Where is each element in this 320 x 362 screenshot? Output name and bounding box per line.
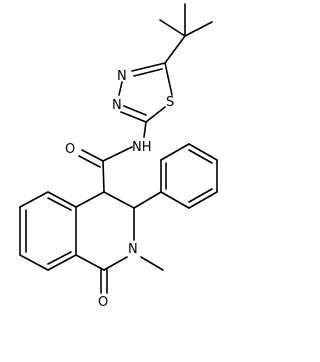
bond-carbonyl-c4	[102, 160, 105, 193]
atom-label-n-bottom: N	[112, 98, 122, 113]
bond-ph5-ph6-inner	[188, 188, 213, 203]
atom-label-o-lactam: O	[98, 295, 108, 310]
bond-c1-c8a	[75, 254, 105, 271]
bond-ph5-ph6	[188, 191, 218, 209]
molecule-structure: N N S NH O N O	[19, 3, 218, 310]
bond-c7-c8	[19, 254, 49, 271]
bond-c4a-c5	[47, 191, 77, 208]
bond-n2-c1	[103, 256, 128, 271]
bond-tbu-ring	[164, 35, 186, 64]
lactam-ring	[75, 191, 164, 294]
bond-c8-c8a	[47, 254, 77, 271]
bond-s1-c5	[164, 62, 173, 96]
phenyl-ring	[133, 143, 218, 209]
bond-c4a-c5-inner	[47, 197, 72, 211]
bond-carbonyl-o	[81, 149, 104, 162]
bond-c4-c3	[103, 191, 135, 209]
bond-nh-carbonyl	[102, 146, 133, 162]
bond-carbonyl-o-double	[78, 155, 101, 168]
bond-c4-c4a	[75, 191, 105, 208]
bond-c5-c6	[19, 191, 49, 208]
bond-ph6-ph1	[160, 191, 190, 209]
fused-benzene-ring	[19, 191, 77, 271]
bond-c2-s1	[145, 106, 166, 123]
bond-c8-c8a-inner	[47, 251, 72, 265]
bond-c5-n4	[131, 62, 166, 72]
atom-label-s: S	[166, 95, 174, 110]
bond-n3-c2-double	[123, 105, 147, 116]
atom-label-n-lactam: N	[128, 242, 138, 257]
bond-tbu-methyl-right	[184, 21, 213, 37]
structure-canvas: N N S NH O N O	[19, 3, 218, 310]
bond-c3-phenyl	[133, 191, 162, 209]
tert-butyl-group	[159, 3, 213, 64]
bond-n2-methyl	[140, 256, 164, 271]
amide-linkage	[78, 121, 147, 193]
bond-n3-c2	[120, 111, 147, 123]
bond-n4-n3	[118, 81, 123, 96]
bond-ph3-ph4	[188, 143, 218, 161]
bond-c2-nh	[143, 121, 147, 138]
atom-label-o-amide: O	[65, 142, 75, 157]
atom-label-n-top: N	[117, 69, 127, 84]
bond-tbu-methyl-left	[159, 19, 186, 37]
bond-ph2-ph3	[160, 143, 190, 161]
thiadiazole-ring	[118, 62, 173, 123]
atom-label-nh: NH	[132, 140, 152, 155]
bond-c5-n4-double	[133, 68, 163, 77]
bond-ph3-ph4-inner	[188, 149, 213, 164]
